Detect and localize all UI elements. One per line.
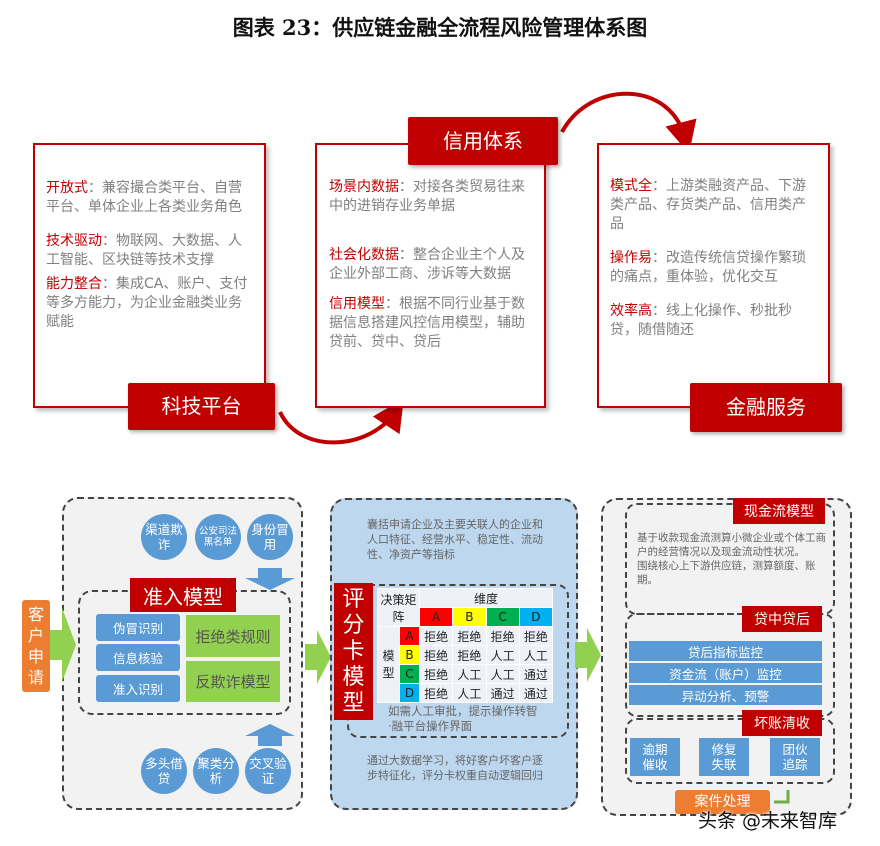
watermark: 头条 @未来智库 [698,810,838,832]
tech-item: 开放式：兼容撮合类平台、自营平台、单体企业上各类业务角色 [46,180,242,215]
scorecard-label: 评分卡模型 [334,583,373,720]
arrow-up-icon [245,724,295,746]
check-admission: 准入识别 [96,675,180,702]
flow-arrows [278,91,697,445]
col-d: D [518,607,554,627]
figure-title: 图表 23：供应链金融全流程风险管理体系图 [232,15,648,40]
credit-item: 场景内数据：对接各类贸易往来中的进销存业务单据 [329,179,525,214]
customer-apply-box: 客户申请 [22,600,50,692]
arc-tech-to-credit [278,398,404,445]
circle-blacklist: 公安司法黑名单 [195,514,241,560]
bad-debt-label: 坏账清收 [742,710,822,736]
during-loan-label: 贷中贷后 [742,606,822,632]
rule-anti-fraud: 反欺诈模型 [186,661,280,702]
arrow-right-icon [50,608,76,682]
credit-system-label: 信用体系 [408,117,558,165]
col-b: B [452,607,487,627]
cash-flow-text: 基于收款现金流测算小微企业或个体工商户的经营情况以及现金流动性状况。围绕核心上下… [637,532,826,586]
finance-item: 模式全：上游类融资产品、下游类产品、存货类产品、信用类产品 [610,178,806,232]
fund-flow-monitor: 资金流（账户）监控 [629,663,822,683]
anomaly-alert: 异动分析、预警 [629,685,822,705]
during-loan-group [625,613,835,717]
arrow-right-icon [305,630,331,684]
credit-item: 社会化数据：整合企业主个人及企业外部工商、涉诉等大数据 [329,247,525,282]
circle-channel-fraud: 渠道欺诈 [141,514,187,560]
tech-item: 技术驱动：物联网、大数据、人工智能、区块链等技术支撑 [46,233,242,268]
tech-item: 能力整合：集成CA、账户、支付等多方能力，为企业金融类业务赋能 [46,276,248,330]
financial-service-card: 模式全：上游类融资产品、下游类产品、存货类产品、信用类产品 操作易：改造传统信贷… [597,143,830,408]
circle-cross-verify: 交叉验证 [245,748,291,794]
repair-lost-contact: 修复失联 [699,738,749,776]
arrow-right-icon [575,628,601,682]
overdue-collection: 逾期催收 [630,738,680,776]
matrix-dim: 维度 [419,588,553,608]
matrix-corner: 决策矩阵 [377,588,420,627]
circle-multi-loan: 多头借贷 [141,748,187,794]
circle-identity-theft: 身份冒用 [247,514,293,560]
post-loan-monitor: 贷后指标监控 [629,641,822,661]
scorecard-outro: 通过大数据学习，将好客户坏客户逐步特征化，评分卡权重自动逻辑回归 [367,754,543,782]
check-info-verify: 信息核验 [96,644,180,671]
arrow-down-icon [245,568,295,590]
green-bracket-icon [774,790,790,804]
row-header: 模型 [377,626,400,703]
finance-item: 操作易：改造传统信贷操作繁琐的痛点，重体验，优化交互 [610,250,806,285]
tech-platform-label: 科技平台 [128,383,275,430]
col-a: A [418,607,454,627]
manual-approval-note: 如需人工审批，提示操作转智·融平台操作界面 [388,704,538,733]
gang-tracking: 团伙追踪 [770,738,820,776]
case-handling: 案件处理 [675,790,770,814]
finance-item: 效率高：线上化操作、秒批秒贷，随借随还 [610,303,792,338]
check-forgery: 伪冒识别 [96,614,180,641]
circle-cluster: 聚类分析 [193,748,239,794]
admission-model-label: 准入模型 [130,578,236,612]
financial-service-label: 金融服务 [690,383,842,432]
tech-platform-card: 开放式：兼容撮合类平台、自营平台、单体企业上各类业务角色 技术驱动：物联网、大数… [33,143,266,408]
bad-debt-group [625,718,835,784]
credit-item: 信用模型：根据不同行业基于数据信息搭建风控信用模型，辅助贷前、贷中、贷后 [329,296,525,350]
cash-flow-label: 现金流模型 [733,498,825,524]
credit-system-card: 场景内数据：对接各类贸易往来中的进销存业务单据 社会化数据：整合企业主个人及企业… [315,143,546,408]
scorecard-intro: 囊括申请企业及主要关联人的企业和人口特征、经营水平、稳定性、流动性、净资产等指标 [367,518,543,561]
rule-reject: 拒绝类规则 [186,615,280,657]
col-c: C [485,607,520,627]
arc-credit-to-finance [560,91,697,154]
